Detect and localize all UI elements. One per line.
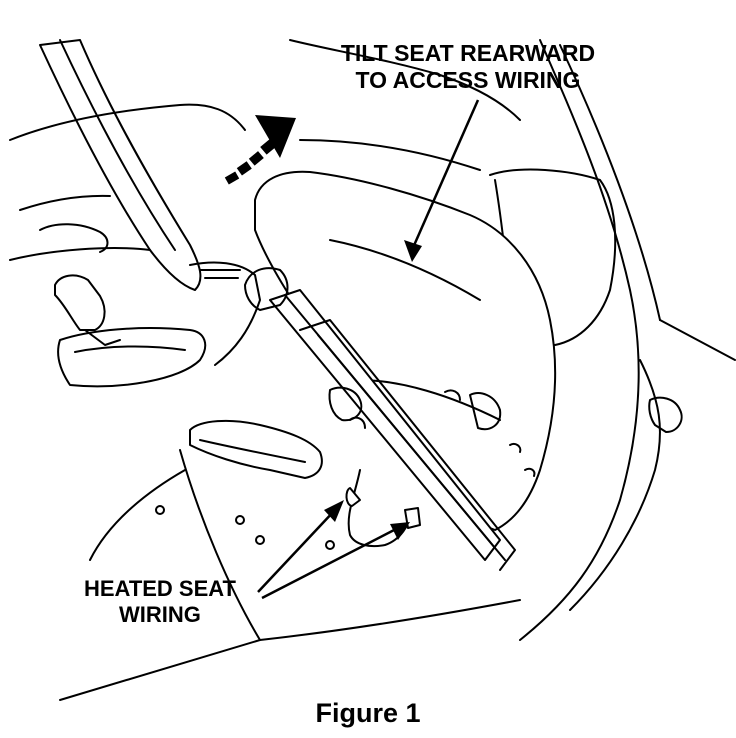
tilt-direction-arrow — [224, 115, 296, 185]
tilt-leader-arrowhead — [404, 240, 422, 262]
heated-leader-line-2 — [261, 526, 399, 600]
door-frame — [519, 39, 640, 641]
figure-caption: Figure 1 — [315, 698, 421, 728]
heated-leader-arrowhead-2 — [390, 522, 410, 540]
heated-callout-line2: WIRING — [119, 602, 201, 627]
steering-wheel — [39, 39, 202, 291]
heated-seat-harness — [347, 469, 413, 548]
center-console — [189, 261, 261, 366]
heated-leader-arrowhead-1 — [324, 500, 344, 522]
dashboard — [9, 103, 246, 141]
heated-seat-callout: HEATED SEAT WIRING — [60, 578, 260, 630]
door-striker — [648, 396, 683, 433]
heated-leader-line-1 — [257, 509, 336, 593]
floor-pan — [59, 449, 261, 701]
tilt-callout-line2: TO ACCESS WIRING — [355, 67, 581, 93]
gear-shifter — [54, 274, 106, 331]
heated-callout-line1: HEATED SEAT — [84, 576, 236, 601]
seat-bracket — [189, 419, 323, 479]
seat-track — [269, 289, 501, 561]
tilt-callout-line1: TILT SEAT REARWARD — [340, 40, 596, 66]
tilt-seat-callout: TILT SEAT REARWARD TO ACCESS WIRING — [318, 42, 618, 96]
tilt-leader-line — [410, 99, 480, 251]
rear-seat — [489, 168, 617, 346]
